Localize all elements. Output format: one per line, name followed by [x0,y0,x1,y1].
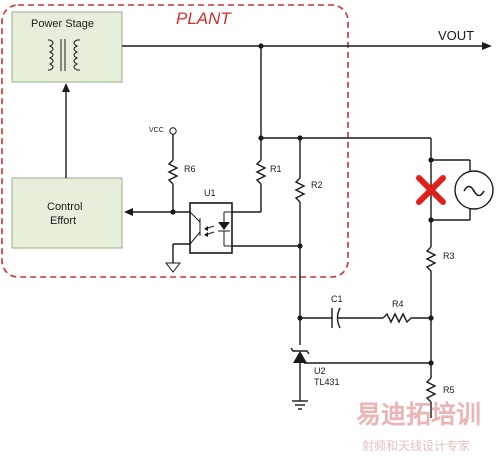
u1-label: U1 [204,188,216,198]
r5-label: R5 [443,385,455,395]
resistor-r5: R5 [425,363,455,418]
capacitor-c1: C1 [300,294,383,329]
ground-u1 [164,243,190,273]
control-effort-block: Control Effort [11,177,123,249]
resistor-r4: R4 [382,299,431,324]
control-effort-label-line1: Control [47,201,82,213]
u2-label: U2 [314,366,326,376]
watermark-main-text: 易迪拓培训 [356,400,481,429]
vcc-pullup: VCC R6 [149,127,196,212]
control-signal-arrow [124,208,190,216]
plant-label: PLANT [176,9,232,28]
r3-label: R3 [443,251,455,261]
optocoupler-u1: U1 [189,188,233,254]
resistor-r2: R2 [294,138,323,345]
watermark-sub-text: 射频和天线设计专家 [362,438,470,453]
vcc-label: VCC [149,127,164,134]
c1-label: C1 [331,294,343,304]
transformer-icon [48,39,80,71]
resistor-r1: R1 [255,138,282,212]
r1-label: R1 [270,164,282,174]
watermark-logo: 易迪拓培训 射频和天线设计专家 [356,400,481,453]
r2-label: R2 [311,180,323,190]
loop-break-cross-icon [416,175,446,205]
plant-boundary [1,4,349,278]
ground-u2 [292,400,308,410]
vout-label: VOUT [438,28,474,43]
vout-line [122,42,492,50]
resistor-r3: R3 [425,220,455,363]
ac-source-icon [454,170,494,210]
r4-label: R4 [392,299,404,309]
shunt-regulator-u2: U2 TL431 [290,347,431,401]
u2-part-label: TL431 [314,377,340,387]
power-stage-label: Power Stage [31,18,94,30]
control-effort-label-line2: Effort [50,215,76,227]
r6-label: R6 [184,164,196,174]
power-stage-block: Power Stage [11,11,123,83]
feedback-up-arrow [62,83,70,178]
